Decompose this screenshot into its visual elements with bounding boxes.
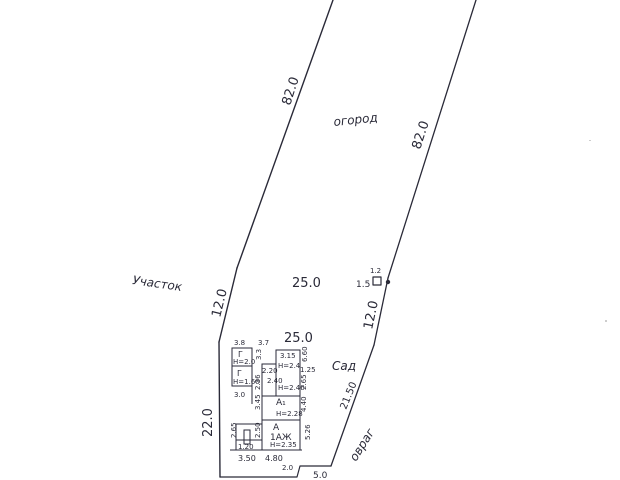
dim-a1-h2: 3.45 (254, 394, 262, 410)
room-a-sub-label: 1АЖ (270, 433, 292, 443)
room-a1-label: А₁ (276, 398, 286, 408)
dim-g1-h: Н=1.60 (233, 378, 260, 386)
label-uchastok: Участок (132, 273, 184, 294)
label-ovrag: овраг (347, 425, 378, 463)
dim-a-right: 5.26 (304, 424, 312, 440)
dim-bottom-left: 3.50 (238, 454, 256, 463)
dim-a1-h-mid: Н=2.40 (278, 384, 305, 392)
dim-g2-bottom: 3.0 (234, 391, 245, 399)
dim-middle: 25.0 (292, 276, 321, 291)
dim-a1-top: 3.15 (280, 352, 296, 360)
dim-a1-r2: 1.25 (300, 366, 316, 374)
marker-dim-top: 1.2 (370, 267, 381, 275)
dim-house-top: 25.0 (284, 331, 313, 346)
boundary-bottom (219, 465, 332, 478)
dim-left-mid: 12.0 (209, 287, 231, 319)
building: Г Г А₁ А 1АЖ 3.8 3.7 3.3 Н=2.0 Н=1.60 3.… (230, 339, 316, 472)
dim-a-h-bot: Н=2.35 (270, 441, 297, 449)
label-ogorod: огород (333, 110, 378, 129)
room-g1-label: Г (237, 369, 242, 378)
room-g-label: Г (238, 350, 243, 359)
dim-a-left: 2.65 (230, 422, 238, 438)
dim-a-w: 1.20 (238, 443, 254, 451)
well-marker: 1.2 1.5 (356, 267, 391, 290)
marker-square-icon (372, 276, 382, 286)
boundary-left-upper (236, 0, 334, 269)
dim-a-h-top: Н=2.28 (276, 410, 303, 418)
plot-boundary (218, 0, 477, 478)
dim-bottom-mid: 4.80 (265, 454, 283, 463)
boundary-left-middle (218, 267, 238, 343)
dim-g-right: 3.3 (255, 349, 263, 360)
dim-g-h: Н=2.0 (233, 358, 255, 366)
dim-a-left2: 2.50 (254, 422, 262, 438)
label-sad: Сад (332, 359, 356, 373)
marker-dot-icon (385, 279, 391, 285)
boundary-right-lower (330, 344, 375, 467)
marker-dim-left: 1.5 (356, 280, 370, 290)
porch-outline (243, 429, 251, 445)
boundary-left-lower (218, 341, 221, 478)
boundary-right-upper (387, 0, 477, 279)
dim-left-top: 82.0 (280, 75, 303, 107)
dim-a1-b2: 2.65 (300, 374, 308, 390)
dim-a1-mid: 2.20 (262, 367, 278, 375)
dim-bottom-right: 5.0 (313, 471, 328, 480)
dim-right-mid: 12.0 (361, 299, 382, 330)
dim-a1-right: 6.60 (301, 346, 309, 362)
dim-g-top: 3.8 (234, 339, 245, 347)
dim-left-bottom: 22.0 (201, 408, 216, 437)
dim-bottom-tiny: 2.0 (282, 464, 293, 472)
dim-a1-extra: 3.7 (258, 339, 269, 347)
dim-a1-b1: 2.40 (267, 377, 283, 385)
dim-a1-h: 2.36 (254, 374, 262, 390)
dim-a1-b3: 4.40 (300, 396, 308, 412)
dim-a1-h-full: Н=2.4 (278, 362, 301, 370)
boundary-right-middle (373, 277, 389, 346)
room-a-label: А (273, 423, 280, 433)
